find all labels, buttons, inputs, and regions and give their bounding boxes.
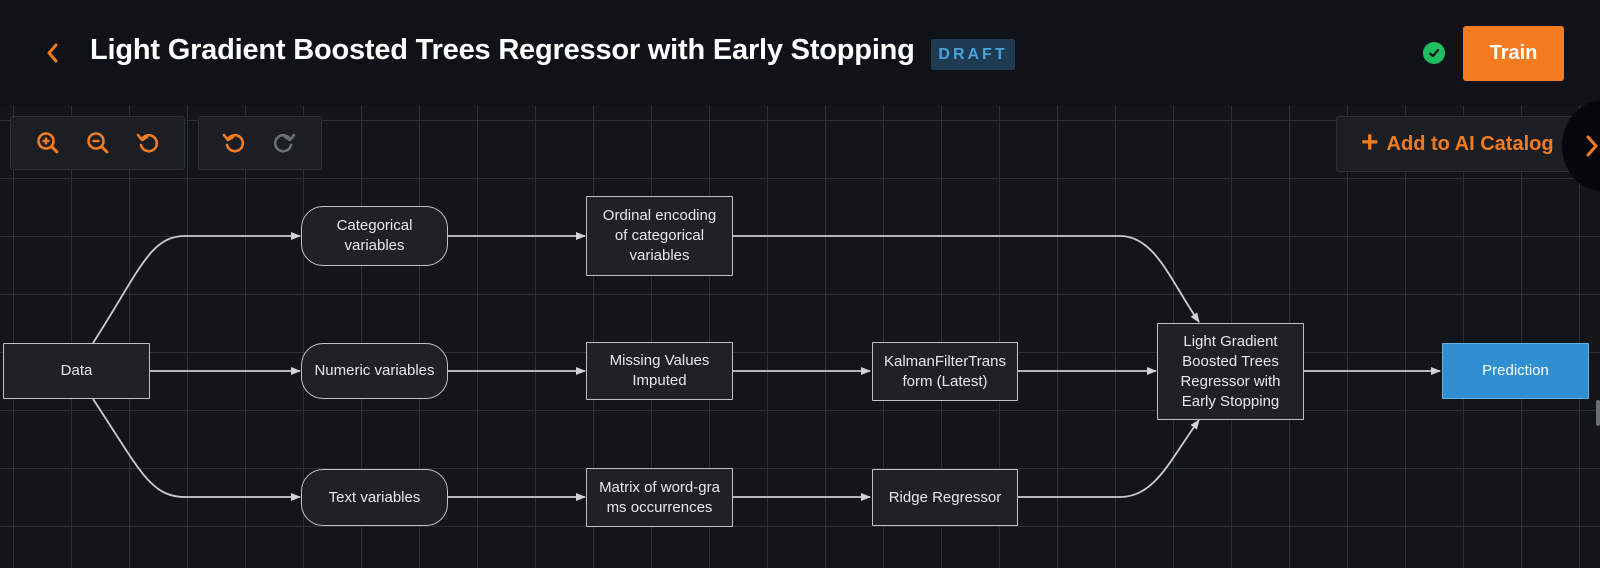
- node-data[interactable]: Data: [3, 343, 150, 399]
- node-lgbt-regressor[interactable]: Light Gradient Boosted Trees Regressor w…: [1157, 323, 1304, 420]
- add-to-catalog-label: Add to AI Catalog: [1386, 132, 1554, 155]
- node-matrix-word-grams[interactable]: Matrix of word-grams occurrences: [586, 468, 733, 527]
- node-ordinal-encoding[interactable]: Ordinal encoding of categorical variable…: [586, 196, 733, 276]
- train-button[interactable]: Train: [1463, 26, 1564, 81]
- blueprint-canvas[interactable]: [0, 106, 1600, 568]
- undo-icon: [222, 133, 245, 153]
- reset-view-icon: [136, 133, 159, 153]
- edge-ordinal-lgbt: [733, 235, 1200, 323]
- history-toolbar: [198, 116, 322, 170]
- check-circle-icon: [1423, 42, 1445, 64]
- page-title: Light Gradient Boosted Trees Regressor w…: [90, 34, 915, 66]
- header-bar: Light Gradient Boosted Trees Regressor w…: [0, 0, 1600, 106]
- zoom-out-button[interactable]: [73, 117, 123, 169]
- plus-icon: +: [1361, 125, 1379, 159]
- zoom-out-icon: [87, 132, 109, 154]
- zoom-toolbar: [10, 116, 185, 170]
- edge-ridge-lgbt: [1018, 419, 1200, 498]
- node-numeric-variables[interactable]: Numeric variables: [301, 343, 448, 399]
- vertical-scrollbar[interactable]: [1596, 400, 1600, 426]
- node-text-variables[interactable]: Text variables: [301, 469, 448, 526]
- chevron-left-icon: [47, 43, 58, 63]
- node-categorical-variables[interactable]: Categorical variables: [301, 206, 448, 266]
- edge-data-categorical: [92, 232, 301, 344]
- undo-button[interactable]: [209, 117, 259, 169]
- back-button[interactable]: [36, 36, 68, 70]
- reset-view-button[interactable]: [123, 117, 173, 169]
- node-prediction[interactable]: Prediction: [1442, 343, 1589, 399]
- zoom-in-button[interactable]: [23, 117, 73, 169]
- status-badge: DRAFT: [931, 39, 1015, 70]
- zoom-in-icon: [37, 132, 59, 154]
- add-to-catalog-button[interactable]: + Add to AI Catalog: [1336, 116, 1584, 172]
- redo-icon: [273, 133, 296, 153]
- edge-data-text: [92, 398, 301, 501]
- chevron-right-icon: [1586, 135, 1598, 157]
- node-missing-values-imputed[interactable]: Missing Values Imputed: [586, 342, 733, 400]
- node-kalman-filter-transform[interactable]: KalmanFilterTransform (Latest): [872, 342, 1018, 401]
- node-ridge-regressor[interactable]: Ridge Regressor: [872, 469, 1018, 526]
- redo-button[interactable]: [259, 117, 309, 169]
